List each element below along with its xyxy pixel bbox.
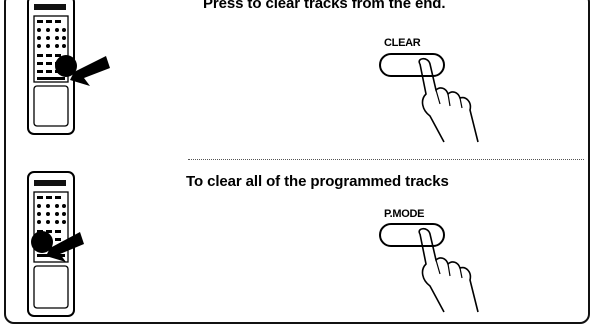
clear-all-heading: To clear all of the programmed tracks: [186, 173, 449, 190]
clear-button-press-illustration: [379, 53, 479, 143]
remote-control-illustration-1: [27, 0, 110, 135]
clear-button-label: CLEAR: [384, 37, 421, 49]
instruction-panel: [4, 0, 590, 324]
clear-tracks-heading: Press to clear tracks from the end.: [203, 0, 446, 12]
pmode-button-press-illustration: [379, 223, 479, 313]
pmode-button-label: P.MODE: [384, 208, 425, 220]
section-divider: [188, 159, 584, 160]
remote-control-illustration-2: [27, 171, 84, 317]
